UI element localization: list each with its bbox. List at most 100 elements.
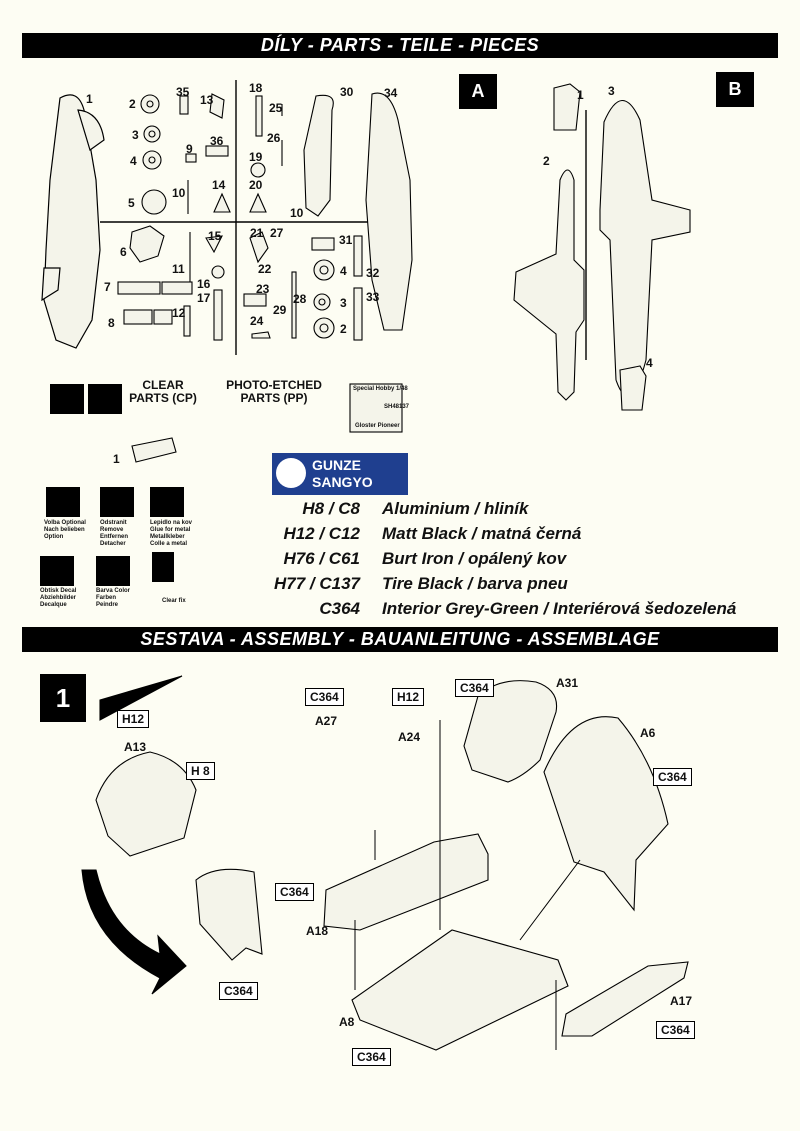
logo-ring-icon: [276, 458, 306, 488]
instrument-panel: [95, 751, 197, 857]
side-panel-a18: [323, 833, 489, 931]
symbol-text: Obtisk Decal Abziehbilder Decalque: [40, 588, 77, 608]
part-number: 26: [267, 131, 281, 145]
sprue-a-label: A: [459, 74, 497, 109]
paint-tag: C364: [455, 679, 494, 697]
part-number: 27: [270, 226, 284, 240]
paint-tag: C364: [653, 768, 692, 786]
part-number: 32: [366, 266, 380, 280]
paint-code: H77 / C137: [274, 574, 360, 593]
paint-name: Tire Black / barva pneu: [382, 574, 568, 593]
part-number: 11: [172, 262, 185, 276]
part-number: 6: [120, 245, 127, 259]
part-number: 9: [186, 142, 193, 156]
paint-tag: C364: [352, 1048, 391, 1066]
part-number: 13: [200, 93, 214, 107]
part-number: 19: [249, 150, 263, 164]
part-label: A24: [398, 730, 421, 744]
bulkhead-a6: [543, 716, 669, 912]
floor-a8: [351, 929, 569, 1051]
part-number: 16: [197, 277, 211, 291]
pe-parts-label: PHOTO-ETCHED PARTS (PP): [226, 378, 322, 405]
paint-tag: C364: [219, 982, 258, 1000]
paint-name: Matt Black / matná černá: [382, 524, 582, 543]
symbol-text: Odstranit Remove Entfernen Detacher: [100, 520, 129, 547]
part-number: 23: [256, 282, 270, 296]
glue-metal-icon: [150, 487, 184, 517]
paint-name: Interior Grey-Green / Interiérová šedoze…: [382, 599, 737, 618]
part-number: 3: [132, 128, 139, 142]
decal-icon: [40, 556, 74, 586]
part-number: 5: [128, 196, 135, 210]
part-number: 3: [608, 84, 615, 98]
pe-sheet-text: Gloster Pioneer: [355, 423, 400, 429]
part-label: A27: [315, 714, 338, 728]
clear-part-number: 1: [113, 452, 120, 466]
part-number: 14: [212, 178, 226, 192]
pe-sheet-text: SH48137: [384, 404, 410, 410]
paint-code: H12 / C12: [283, 524, 360, 543]
arrow-rotate: [81, 869, 187, 995]
part-number: 4: [130, 154, 137, 168]
paint-code: H8 / C8: [302, 499, 360, 518]
part-number: 31: [339, 233, 353, 247]
part-number: 29: [273, 303, 287, 317]
part-number: 8: [108, 316, 115, 330]
part-number: 21: [250, 226, 264, 240]
part-number: 35: [176, 85, 190, 99]
part-label: A18: [306, 924, 329, 938]
remove-icon: [50, 384, 84, 414]
paint-tag: H 8: [186, 762, 215, 780]
sprue-b-label: B: [716, 72, 754, 107]
clear-fix-icon: [152, 552, 174, 582]
part-label: A17: [670, 994, 693, 1008]
part-number: 2: [129, 97, 136, 111]
paint-code: H76 / C61: [283, 549, 360, 568]
part-label: A6: [640, 726, 656, 740]
part-number: 2: [543, 154, 550, 168]
part-number: 3: [340, 296, 347, 310]
pe-sheet-text: Special Hobby 1/48: [353, 386, 408, 392]
paint-name: Burt Iron / opálený kov: [382, 549, 567, 568]
wing-upper: [599, 100, 691, 397]
symbol-text: Lepidlo na kov Glue for metal Metallkleb…: [150, 520, 193, 547]
paint-tag: C364: [305, 688, 344, 706]
part-number: 20: [249, 178, 263, 192]
question-icon: [46, 487, 80, 517]
part-number: 17: [197, 291, 211, 305]
part-number: 4: [646, 356, 653, 370]
part-number: 34: [384, 86, 398, 100]
wing-lower: [513, 169, 585, 401]
part-number: 36: [210, 134, 224, 148]
part-number: 2: [340, 322, 347, 336]
part-number: 7: [104, 280, 111, 294]
part-number: 1: [86, 92, 93, 106]
paint-tag: C364: [275, 883, 314, 901]
side-panel-a17: [561, 961, 689, 1037]
paint-code: C364: [319, 599, 360, 618]
part-label: A31: [556, 676, 579, 690]
assembly-header: SESTAVA - ASSEMBLY - BAUANLEITUNG - ASSE…: [22, 627, 778, 652]
part-number: 18: [249, 81, 263, 95]
part-number: 25: [269, 101, 283, 115]
part-number: 33: [366, 290, 380, 304]
paint-tag: C364: [656, 1021, 695, 1039]
part-number: 22: [258, 262, 272, 276]
parts-header: DÍLY - PARTS - TEILE - PIECES: [22, 33, 778, 58]
part-number: 10: [172, 186, 186, 200]
clear-parts-label: CLEAR PARTS (CP): [129, 378, 197, 405]
symbol-text: Clear fix: [162, 598, 186, 604]
part-number: 28: [293, 292, 307, 306]
paint-name: Aluminium / hliník: [382, 499, 529, 518]
part-label: A13: [124, 740, 147, 754]
paint-tag: H12: [117, 710, 150, 728]
step-number: 1: [40, 674, 86, 722]
gunze-sangyo-logo: GUNZE SANGYO: [272, 453, 408, 495]
logo-line1: GUNZE: [312, 457, 361, 473]
logo-line2: SANGYO: [312, 474, 373, 490]
paint-tag: H12: [392, 688, 425, 706]
glue-metal-icon: [88, 384, 122, 414]
fuselage-frame: [195, 868, 263, 961]
part-number: 4: [340, 264, 347, 278]
